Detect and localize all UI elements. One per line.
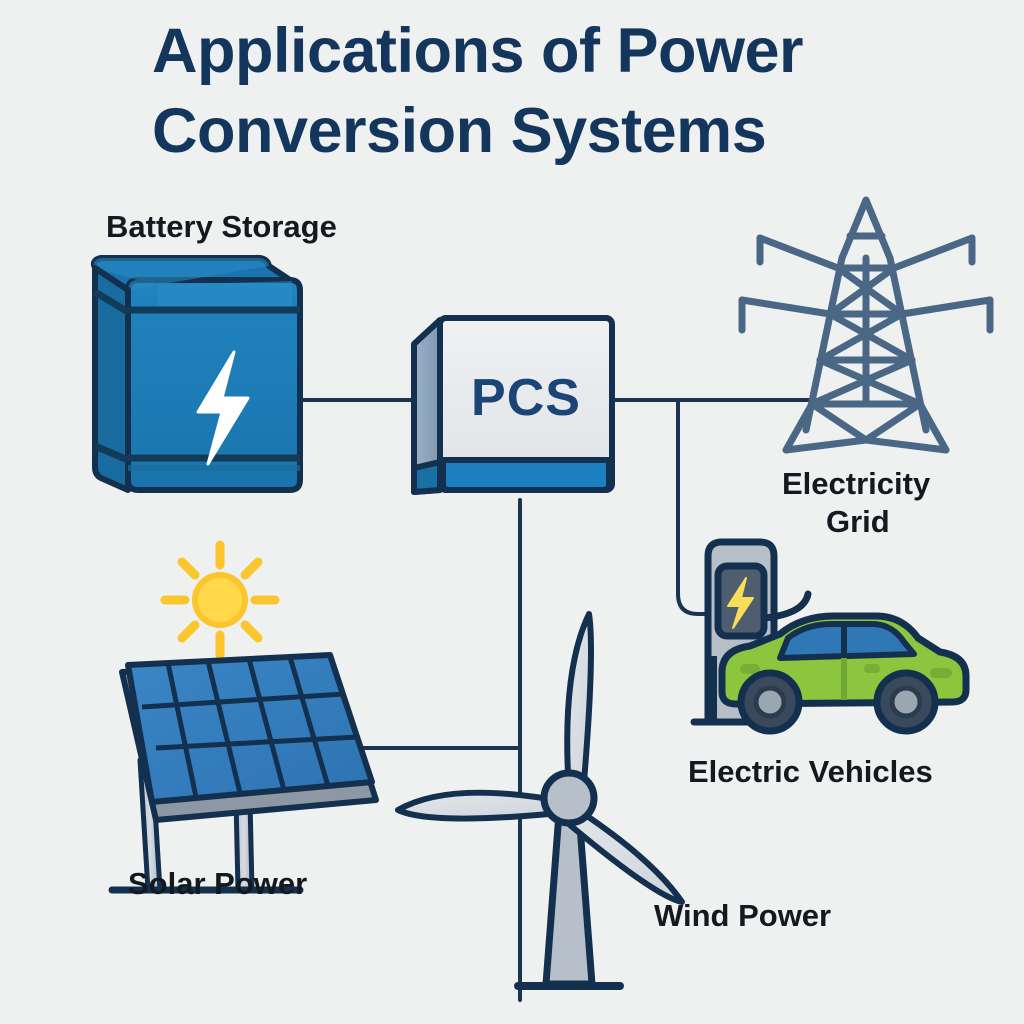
wind-power-label: Wind Power	[654, 898, 831, 933]
solar-power-label: Solar Power	[128, 866, 307, 901]
pcs-label: PCS	[471, 369, 581, 427]
sun-icon	[160, 540, 280, 660]
electric-car-icon	[718, 612, 970, 735]
panel-face	[125, 652, 375, 805]
turbine-hub	[540, 769, 598, 827]
battery-storage-label: Battery Storage	[106, 209, 337, 244]
charger-bolt-icon	[727, 577, 754, 629]
transmission-tower-icon	[738, 196, 994, 454]
page-title-line2: Conversion Systems	[152, 96, 766, 166]
solar-panel-icon	[108, 652, 379, 894]
page-title-line1: Applications of Power	[152, 16, 803, 86]
blade-left	[395, 789, 573, 822]
node-electricity-grid[interactable]: Electricity Grid	[738, 196, 994, 539]
blade-upper	[564, 611, 594, 797]
node-solar-power[interactable]: Solar Power	[108, 540, 379, 901]
electricity-grid-label-line1: Electricity	[782, 466, 931, 501]
blade-right	[561, 803, 685, 905]
node-pcs-hub[interactable]: PCS	[411, 315, 615, 495]
electric-vehicles-label: Electric Vehicles	[688, 754, 933, 789]
battery-box-bolt-icon	[90, 254, 303, 493]
node-battery-storage[interactable]: Battery Storage	[90, 209, 337, 493]
bolt-icon	[196, 350, 250, 466]
wind-turbine-icon	[395, 611, 685, 990]
node-wind-power[interactable]: Wind Power	[395, 611, 831, 990]
electricity-grid-label-line2: Grid	[826, 504, 890, 539]
wire-pcs-to-ev	[676, 400, 714, 616]
node-electric-vehicles[interactable]: Electric Vehicles	[688, 538, 970, 789]
